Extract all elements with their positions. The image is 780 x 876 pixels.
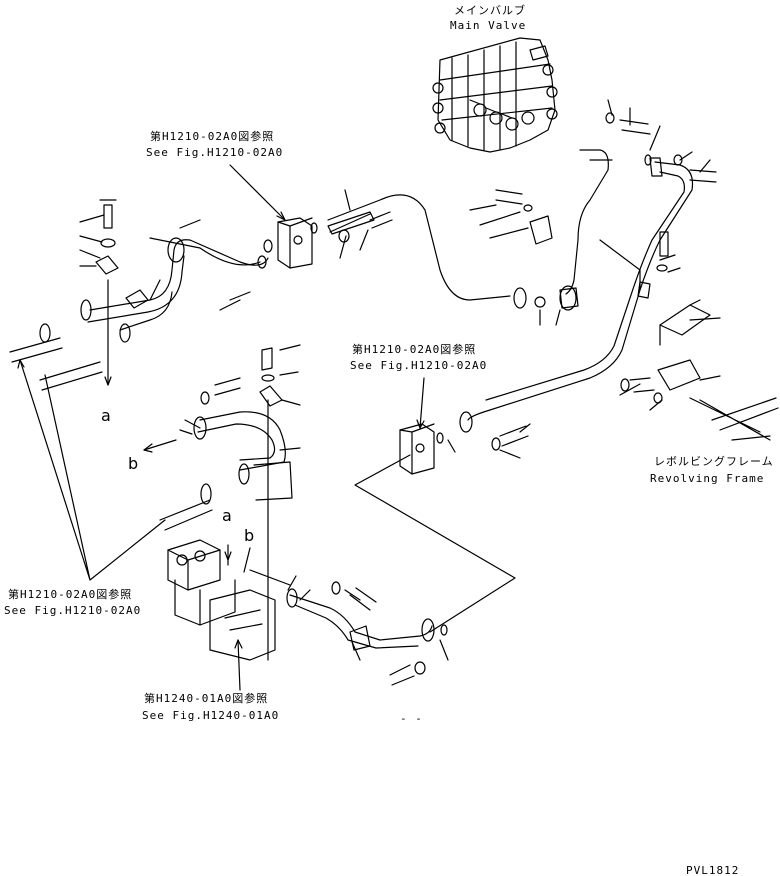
ref-top-jp: 第H1210-02A0図参照 xyxy=(150,130,275,143)
ref-top-en: See Fig.H1210-02A0 xyxy=(146,146,284,159)
ref-bottom-jp: 第H1240-01A0図参照 xyxy=(144,692,269,705)
drawing-code: PVL1812 xyxy=(686,864,740,876)
marker-a-left: a xyxy=(101,406,111,425)
main-valve-label-en: Main Valve xyxy=(450,19,527,32)
ref-left-en: See Fig.H1210-02A0 xyxy=(4,604,142,617)
dash-mark: - - xyxy=(400,712,423,725)
marker-a-mid: a xyxy=(222,506,232,525)
ref-left-jp: 第H1210-02A0図参照 xyxy=(8,588,133,601)
revolving-frame-label-jp: レボルビングフレーム xyxy=(654,455,774,468)
revolving-frame-label-en: Revolving Frame xyxy=(650,472,765,485)
ref-bottom-en: See Fig.H1240-01A0 xyxy=(142,709,280,722)
ref-mid-jp: 第H1210-02A0図参照 xyxy=(352,343,477,356)
ref-mid-en: See Fig.H1210-02A0 xyxy=(350,359,488,372)
marker-b-left: b xyxy=(128,454,139,473)
main-valve-label-jp: メインバルブ xyxy=(454,4,526,17)
main-valve-drawing xyxy=(432,37,558,153)
marker-b-mid: b xyxy=(244,526,255,545)
